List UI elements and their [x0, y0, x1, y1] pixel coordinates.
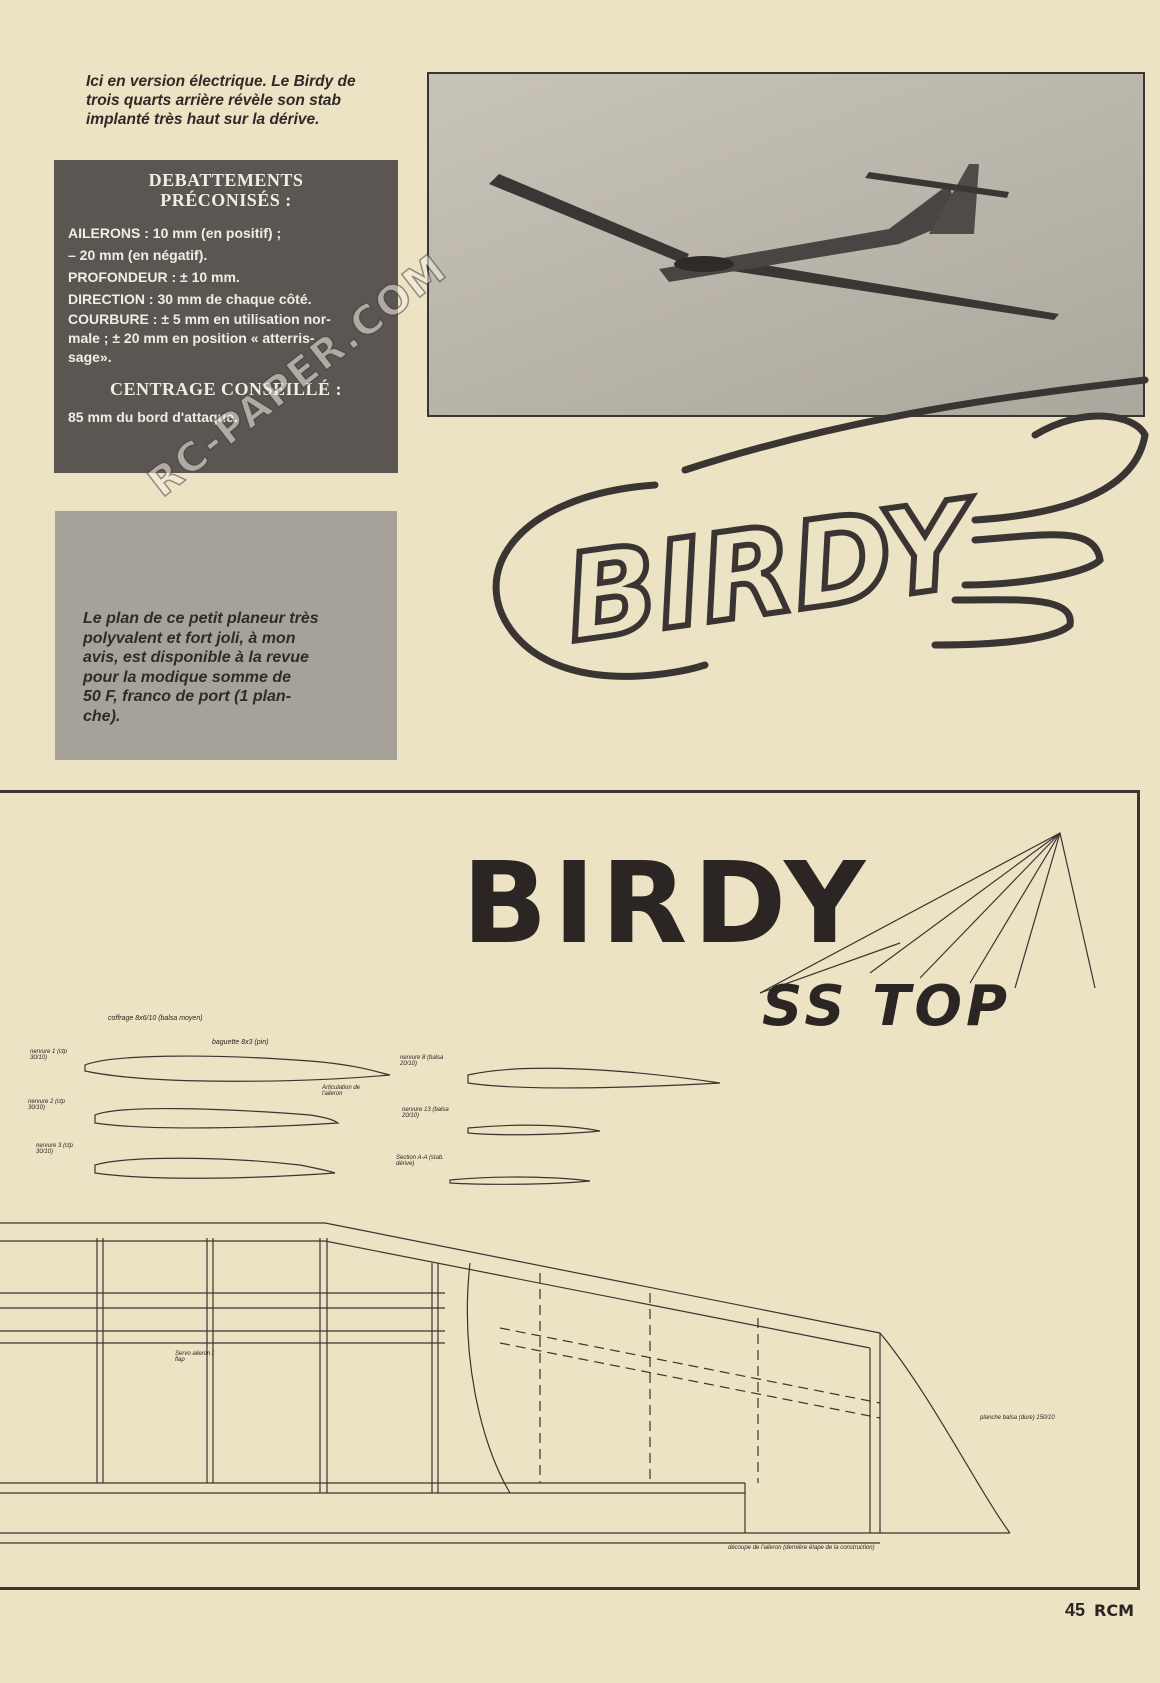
note-line: pour la modique somme de [83, 668, 292, 686]
settings-box: DEBATTEMENTS PRÉCONISÉS : AILERONS : 10 … [54, 160, 398, 473]
note-line: che). [83, 707, 121, 725]
label-planche: planche balsa (dure) 150/10 [980, 1415, 1055, 1421]
label-nervure13: nervure 13 (balsa 20/10) [402, 1107, 449, 1119]
note-line: avis, est disponible à la revue [83, 649, 309, 666]
logo-text: BIRDY [557, 474, 989, 670]
label-servo: Servo aileron / flap [175, 1351, 214, 1363]
label-nervure1: nervure 1 (ctp 30/10) [30, 1049, 68, 1061]
note-line: Le plan de ce petit planeur très [83, 610, 319, 627]
magazine-name: RCM [1094, 1601, 1134, 1620]
label-baguette: baguette 8x3 (pin) [212, 1039, 269, 1046]
plan-subtitle: SS TOP [762, 974, 1012, 1039]
heading-line: DEBATTEMENTS [148, 170, 304, 190]
settings-heading: DEBATTEMENTS PRÉCONISÉS : [68, 170, 384, 210]
plan-title: BIRDY SS TOP [462, 848, 1011, 1039]
note-line: 50 F, franco de port (1 plan- [83, 688, 292, 705]
birdy-logo: BIRDY [492, 376, 1149, 680]
label-coffrage: coffrage 8x6/10 (balsa moyen) [108, 1015, 203, 1022]
plan-drawing [0, 832, 1096, 1544]
heading-line: PRÉCONISÉS : [160, 190, 292, 210]
glider-image [489, 164, 1059, 320]
settings-item: AILERONS : 10 mm (en positif) ; [68, 225, 282, 241]
label-nervure3: nervure 3 (ctp 30/10) [36, 1143, 74, 1155]
watermark: RC-PAPER.COM [139, 150, 515, 507]
page-number: 45 [1064, 1600, 1085, 1620]
label-nervure8: nervure 8 (balsa 20/10) [400, 1055, 444, 1067]
label-decoupe: découpe de l'aileron (dernière étape de … [728, 1545, 875, 1551]
note-line: polyvalent et fort joli, à mon [83, 629, 296, 647]
centrage-text: 85 mm du bord d'attaque. [68, 409, 238, 425]
caption-line: implanté très haut sur la dérive. [86, 111, 320, 128]
label-nervure2: nervure 2 (ctp 30/10) [28, 1099, 66, 1111]
glider-photo [427, 72, 1145, 417]
label-section: Section A-A (stab. dérive) [396, 1155, 444, 1167]
photo-caption: Ici en version électrique. Le Birdy de t… [86, 72, 398, 129]
settings-item: sage». [68, 349, 112, 365]
plan-availability-note: Le plan de ce petit planeur très polyval… [55, 511, 397, 760]
settings-item: – 20 mm (en négatif). [68, 247, 208, 263]
plan-title-text: BIRDY [462, 839, 872, 969]
settings-list: AILERONS : 10 mm (en positif) ; – 20 mm … [68, 222, 384, 367]
settings-item: DIRECTION : 30 mm de chaque côté. [68, 291, 312, 307]
settings-item: male ; ± 20 mm en position « atterris- [68, 330, 315, 346]
centrage-heading: CENTRAGE CONSEILLÉ : [109, 379, 343, 399]
label-articulation: Articulation de l'aileron [322, 1085, 361, 1097]
page-footer: 45 RCM [1065, 1600, 1134, 1621]
settings-item: COURBURE : ± 5 mm en utilisation nor- [68, 311, 331, 327]
construction-plan: coffrage 8x6/10 (balsa moyen) baguette 8… [0, 790, 1140, 1590]
caption-line: trois quarts arrière révèle son stab [86, 92, 342, 109]
caption-line: Ici en version électrique. Le Birdy de [86, 73, 356, 90]
settings-item: PROFONDEUR : ± 10 mm. [68, 269, 240, 285]
